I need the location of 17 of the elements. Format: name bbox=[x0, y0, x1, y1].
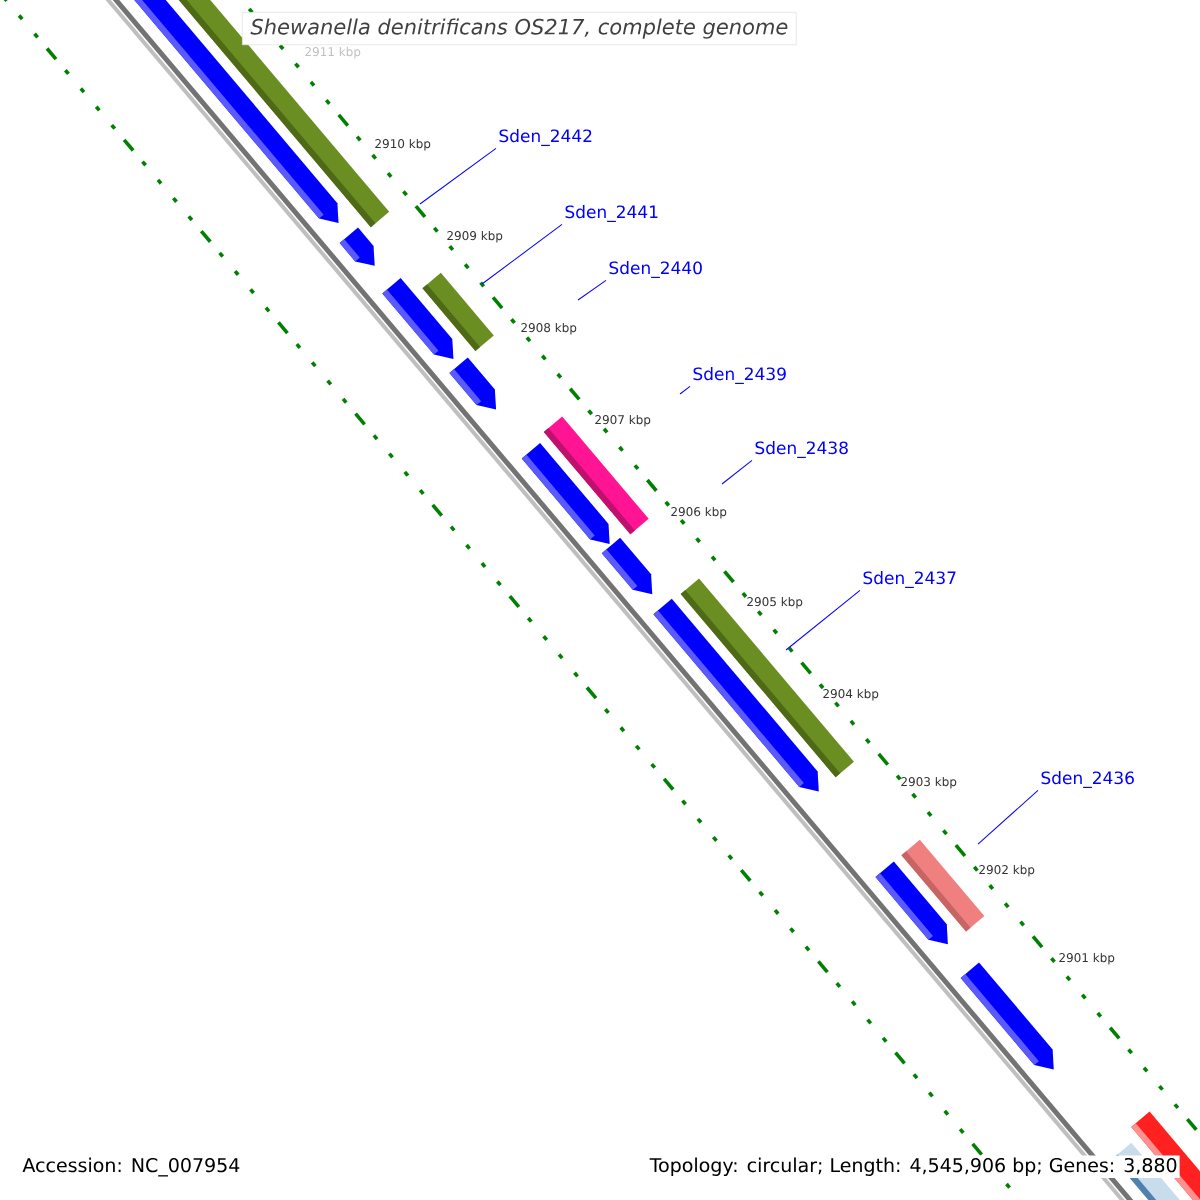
leader-line bbox=[679, 385, 691, 395]
gene-label: Sden_2442 bbox=[499, 129, 592, 146]
genome-summary-text: Topology: circular; Length: 4,545,906 bp; Genes: 3,880 bbox=[647, 1155, 1180, 1178]
gene-label: Sden_2439 bbox=[693, 367, 786, 384]
leader-line bbox=[577, 279, 607, 301]
gene-label: Sden_2436 bbox=[1041, 771, 1134, 789]
leader-line bbox=[419, 147, 497, 205]
leader-line bbox=[785, 589, 861, 651]
accession-text: Accession: NC_007954 bbox=[20, 1155, 243, 1179]
gene-label: Sden_2440 bbox=[609, 261, 702, 278]
leader-line bbox=[721, 459, 753, 485]
leader-line bbox=[977, 789, 1039, 845]
gene-label: Sden_2441 bbox=[565, 205, 658, 222]
gene-label: Sden_2437 bbox=[863, 571, 956, 589]
leader-line bbox=[481, 223, 563, 285]
gene-label: Sden_2438 bbox=[755, 441, 848, 458]
title: Shewanella denitrificans OS217, complete genome bbox=[242, 12, 797, 46]
